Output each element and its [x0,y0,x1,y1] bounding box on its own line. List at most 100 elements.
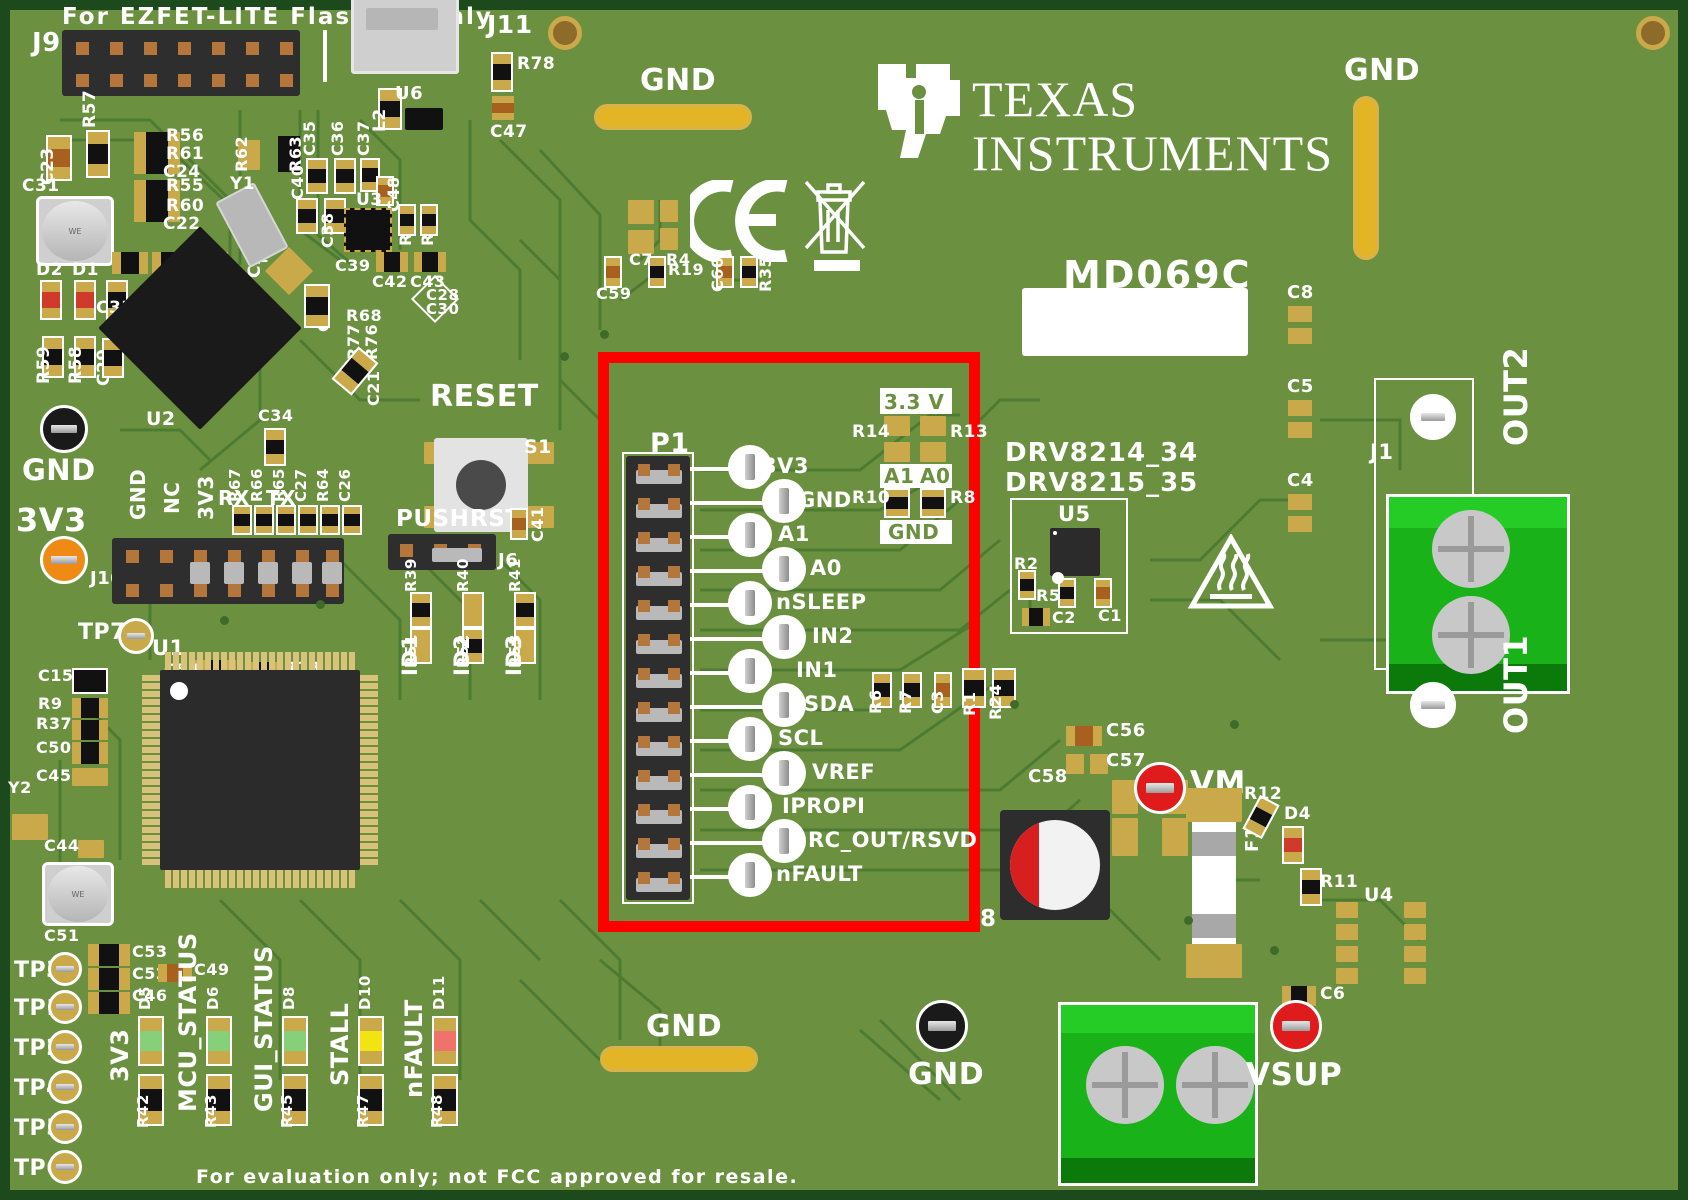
test-point-vm[interactable] [1134,762,1186,814]
component-bulk-cap [1000,810,1110,920]
id-label-3: ID3 [502,634,526,676]
refdes-r56: R56 [166,126,205,146]
jumper-label-push: PUSH [396,506,470,532]
refdes-r6: R6 [866,689,885,714]
gnd-loop-bottom[interactable] [600,1046,758,1072]
pin-pad[interactable] [728,445,772,489]
component-f1 [1192,812,1236,958]
component-d1 [74,280,96,320]
test-point-pad[interactable] [48,1110,82,1144]
pin-pad[interactable] [762,751,806,795]
component-l2 [378,88,402,130]
component-c60 [716,256,734,288]
test-point-pad[interactable] [48,1030,82,1064]
j9-pin1-mark [323,30,327,82]
refdes-c31: C31 [22,176,60,196]
pin-pad[interactable] [762,479,806,523]
refdes-r5: R5 [1036,586,1061,605]
v3v3-label-left-tp: 3V3 [16,501,87,539]
component-r63 [278,136,300,172]
pin-pad[interactable] [762,547,806,591]
pin-pad[interactable] [762,819,806,863]
component-c51: WE [42,862,114,926]
terminal-screw-out2[interactable] [1432,510,1510,588]
refdes-r65: R65 [270,468,288,502]
gnd-label-top: GND [640,63,717,98]
test-point-pad[interactable] [48,952,82,986]
gnd-loop-top[interactable] [594,104,752,130]
refdes-r19: R19 [668,260,705,279]
refdes-r61: R61 [166,144,205,164]
terminal-screw-out1[interactable] [1432,596,1510,674]
refdes-r10: R10 [852,488,891,508]
refdes-r24: R24 [986,683,1005,720]
pin-pad[interactable] [728,717,772,761]
refdes-c42: C42 [372,272,408,291]
footer-note: For evaluation only; not FCC approved fo… [196,1166,799,1188]
component-c42 [376,252,408,272]
reset-button-dome[interactable] [456,460,506,510]
test-point-out2[interactable] [1410,394,1456,440]
refdes-c21: C21 [364,370,383,406]
refdes-c5: C5 [1287,376,1314,397]
refdes-c8: C8 [1287,282,1314,303]
refdes-r4: R4 [666,250,691,269]
pin-pad[interactable] [728,513,772,557]
refdes-c50: C50 [36,738,72,757]
component-r72 [398,204,416,236]
led-label: GUI_STATUS [250,945,278,1112]
test-point-gnd-left[interactable] [40,405,88,453]
component-c2 [1022,608,1050,626]
terminal-screw-vsup[interactable] [1176,1046,1254,1124]
refdes-c43: C43 [410,272,446,291]
component-r78 [491,52,513,92]
refdes-c34: C34 [258,406,294,425]
component-u5 [1050,528,1100,576]
test-point-tp7[interactable] [118,618,154,654]
component-c47 [492,96,514,120]
test-point-vsup[interactable] [1270,1000,1322,1052]
test-point-pad[interactable] [48,1070,82,1104]
brand-instruments: INSTRUMENTS [972,125,1334,181]
usb-shell-detail [366,8,438,30]
test-point-pad[interactable] [48,1150,82,1184]
led-resistor-refdes: R42 [134,1094,152,1128]
component-r51 [410,628,432,664]
refdes-r60: R60 [166,196,205,216]
driver-block-outline [1010,498,1128,634]
u1-legs-right [360,674,378,866]
pin-pad[interactable] [728,649,772,693]
refdes-d4: D4 [1284,804,1311,824]
refdes-r39: R39 [402,558,420,592]
pin-pad[interactable] [762,683,806,727]
component-r41 [514,592,536,628]
via-u5 [1052,572,1064,584]
pin-pad[interactable] [762,615,806,659]
u1-legs-top [164,652,356,670]
component-c57b [1090,754,1108,774]
refdes-c30: C30 [426,300,460,318]
component-c52 [88,968,130,990]
pin-pad[interactable] [728,785,772,829]
test-point-3v3-left[interactable] [40,536,88,584]
pin-pad[interactable] [728,853,772,897]
component-c4 [1288,494,1312,532]
test-point-out1[interactable] [1410,682,1456,728]
pin-pad[interactable] [728,581,772,625]
component-r7 [902,672,922,708]
refdes-c27: C27 [292,468,310,502]
test-point-gnd-bottom[interactable] [916,1000,968,1052]
gnd-loop-right[interactable] [1353,96,1379,260]
refdes-d2: D2 [36,260,63,280]
jumper-shunt-j6[interactable] [432,548,482,562]
terminal-screw-gnd[interactable] [1086,1046,1164,1124]
highlight-region [598,352,980,932]
component-c36 [334,158,356,194]
component-r6 [872,672,892,708]
led-resistor [432,1074,458,1126]
usb-connector-j11[interactable] [351,0,459,74]
component-c5 [1288,400,1312,438]
test-point-pad[interactable] [48,990,82,1024]
